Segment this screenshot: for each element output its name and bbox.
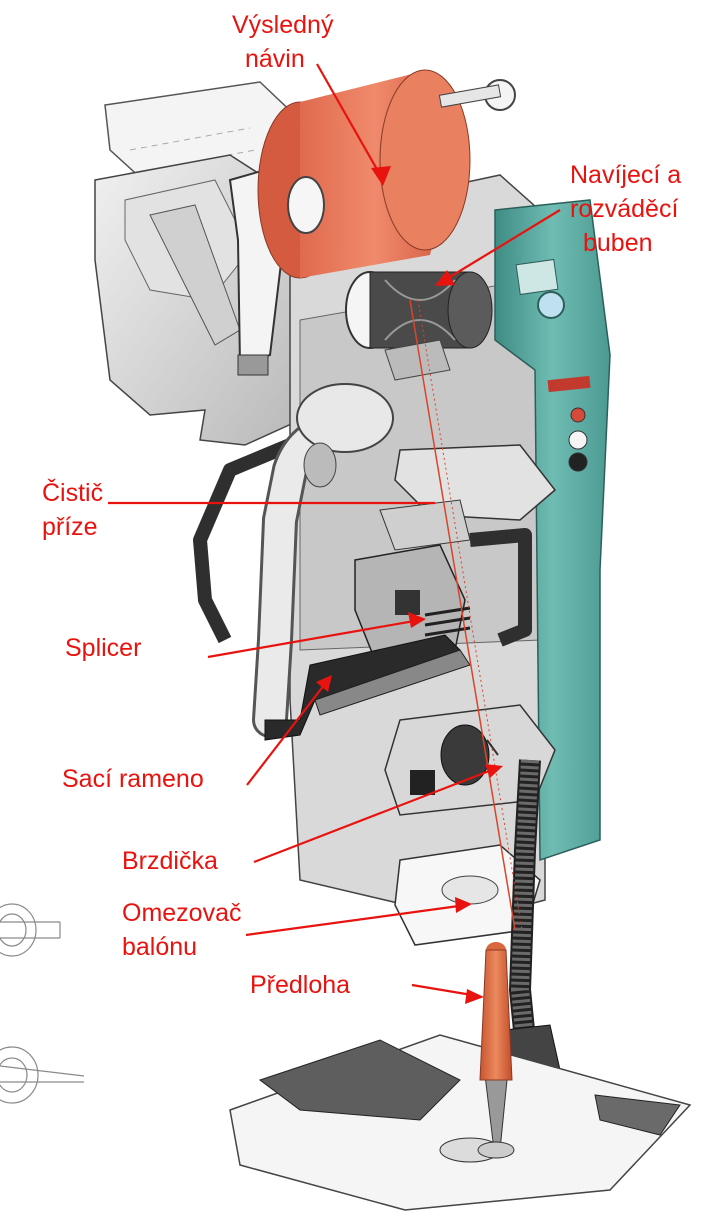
side-sketch-bottom: [0, 1047, 84, 1103]
base-plate: [230, 1035, 690, 1210]
label-supply-bobbin: Předloha: [250, 970, 350, 1001]
label-winding-drum-line2: rozváděcí: [570, 194, 678, 225]
tension-knob: [439, 80, 515, 110]
wound-package: [258, 70, 470, 278]
label-winding-drum-line3: buben: [583, 228, 653, 259]
side-sketch-top: [0, 904, 60, 956]
label-wound-package-line2: návin: [245, 44, 305, 75]
label-tensioner: Brzdička: [122, 846, 218, 877]
label-yarn-clearer-line2: příze: [42, 512, 98, 543]
label-wound-package-line1: Výsledný: [232, 10, 333, 41]
label-balloon-limiter-line2: balónu: [122, 932, 197, 963]
label-suction-arm: Sací rameno: [62, 764, 204, 795]
label-splicer: Splicer: [65, 633, 141, 664]
label-balloon-limiter-line1: Omezovač: [122, 898, 241, 929]
label-yarn-clearer-line1: Čistič: [42, 478, 103, 509]
arrowhead-supply-bobbin: [465, 989, 484, 1004]
label-winding-drum-line1: Navíjecí a: [570, 160, 681, 191]
